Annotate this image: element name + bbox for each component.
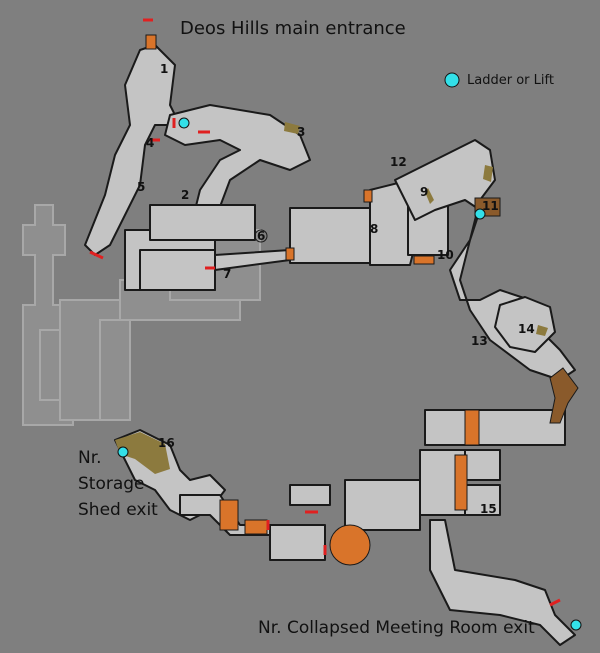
- marker-4: 4: [146, 136, 155, 150]
- marker-10: 10: [437, 248, 454, 262]
- marker-15: 15: [480, 502, 497, 516]
- marker-14: 14: [518, 322, 535, 336]
- ladder-lift-icon: [117, 446, 129, 458]
- moss-patches: [115, 122, 548, 474]
- meeting-room-exit-label: Nr. Collapsed Meeting Room exit: [258, 618, 535, 638]
- ladder-lift-icon: [570, 619, 582, 631]
- marker-9: 9: [420, 185, 429, 199]
- stairs: [145, 34, 480, 566]
- marker-5: 5: [137, 180, 146, 194]
- cave-floor: [84, 44, 576, 646]
- ladder-lift-icon: [474, 208, 486, 220]
- ladder-lift-icons: [117, 72, 582, 631]
- marker-7: 7: [223, 267, 232, 281]
- marker-6: 6: [257, 229, 266, 243]
- marker-3: 3: [297, 125, 306, 139]
- room-6-marker-circle: [254, 229, 268, 243]
- marker-8: 8: [370, 222, 379, 236]
- legend-label: Ladder or Lift: [467, 73, 554, 88]
- marker-11: 11: [482, 199, 499, 213]
- marker-13: 13: [471, 334, 488, 348]
- marker-16: 16: [158, 436, 175, 450]
- marker-2: 2: [181, 188, 190, 202]
- ladder-lift-icon: [444, 72, 460, 88]
- ladder-lift-icon: [178, 117, 190, 129]
- doors: [89, 18, 561, 607]
- marker-1: 1: [160, 62, 169, 76]
- main-entrance-label: Deos Hills main entrance: [180, 18, 406, 39]
- marker-12: 12: [390, 155, 407, 169]
- storage-exit-label: Nr. Storage Shed exit: [78, 448, 158, 520]
